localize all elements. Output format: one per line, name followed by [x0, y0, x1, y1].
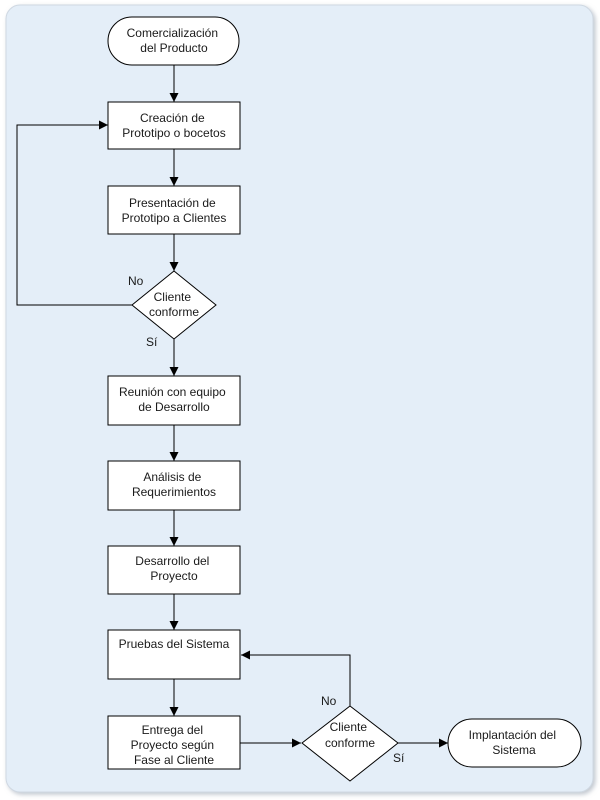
entrega-label-line: Fase al Cliente	[134, 753, 214, 767]
prototipo-label-line: Prototipo o bocetos	[122, 126, 225, 140]
node-decision2-diamond	[301, 705, 399, 782]
node-entrega-box	[107, 715, 241, 770]
node-implantacion-terminal	[447, 718, 582, 768]
node-reunion-box	[107, 375, 241, 426]
decision2-yes-label: Sí	[393, 751, 405, 765]
implantacion-label-line: Implantación del	[469, 728, 556, 742]
decision1-label-line: Cliente	[154, 290, 192, 304]
node-presentacion-box	[107, 185, 241, 235]
node-desarrollo-box	[107, 545, 241, 595]
reunion-label-line: Reunión con equipo	[119, 385, 226, 399]
analisis-label-line: Análisis de	[143, 470, 201, 484]
decision1-no-label: No	[128, 274, 144, 288]
edge-decision2-no-loop	[241, 650, 351, 706]
prototipo-label-line: Creación de	[140, 111, 205, 125]
reunion-label: Reunión con equipo de Desarrollo	[119, 385, 229, 414]
node-start-terminal	[107, 16, 240, 66]
presentacion-label-line: Prototipo a Clientes	[122, 211, 227, 225]
start-label-line: Comercialización	[127, 26, 218, 40]
start-label: Comercialización del Producto	[127, 26, 222, 55]
node-prototipo-box	[107, 101, 241, 150]
decision2-no-label: No	[321, 694, 337, 708]
analisis-label: Análisis de Requerimientos	[132, 470, 216, 499]
decision1-label-line: conforme	[149, 305, 199, 319]
implantacion-label-line: Sistema	[492, 743, 536, 757]
node-pruebas-box	[107, 629, 241, 680]
analisis-label-line: Requerimientos	[132, 485, 216, 499]
node-labels: Comercialización del Producto Creación d…	[119, 26, 560, 767]
entrega-label: Entrega del Proyecto según Fase al Clien…	[131, 723, 218, 767]
node-decision1-diamond	[131, 270, 217, 340]
diagram-panel	[5, 4, 594, 793]
desarrollo-label: Desarrollo del Proyecto	[135, 554, 212, 583]
node-analisis-box	[107, 460, 241, 511]
shapes	[107, 16, 582, 782]
decision2-label-line: conforme	[325, 736, 375, 750]
decision1-yes-label: Sí	[146, 335, 158, 349]
desarrollo-label-line: Desarrollo del	[135, 554, 209, 568]
decision2-label-line: Cliente	[330, 720, 368, 734]
entrega-label-line: Entrega del	[142, 723, 203, 737]
desarrollo-label-line: Proyecto	[150, 569, 198, 583]
decision2-label: Cliente conforme	[325, 720, 375, 750]
presentacion-label: Presentación de Prototipo a Clientes	[122, 196, 227, 225]
pruebas-label-line: Pruebas del Sistema	[119, 637, 230, 651]
prototipo-label: Creación de Prototipo o bocetos	[122, 111, 225, 140]
pruebas-label: Pruebas del Sistema	[119, 637, 230, 651]
start-label-line: del Producto	[140, 41, 208, 55]
edge-labels: No Sí No Sí	[128, 274, 405, 765]
reunion-label-line: de Desarrollo	[138, 400, 210, 414]
entrega-label-line: Proyecto según	[131, 738, 214, 752]
decision1-label: Cliente conforme	[149, 290, 199, 319]
edge-decision1-no-loop	[16, 120, 132, 306]
implantacion-label: Implantación del Sistema	[469, 728, 560, 757]
connectors	[16, 65, 448, 748]
presentacion-label-line: Presentación de	[129, 196, 216, 210]
